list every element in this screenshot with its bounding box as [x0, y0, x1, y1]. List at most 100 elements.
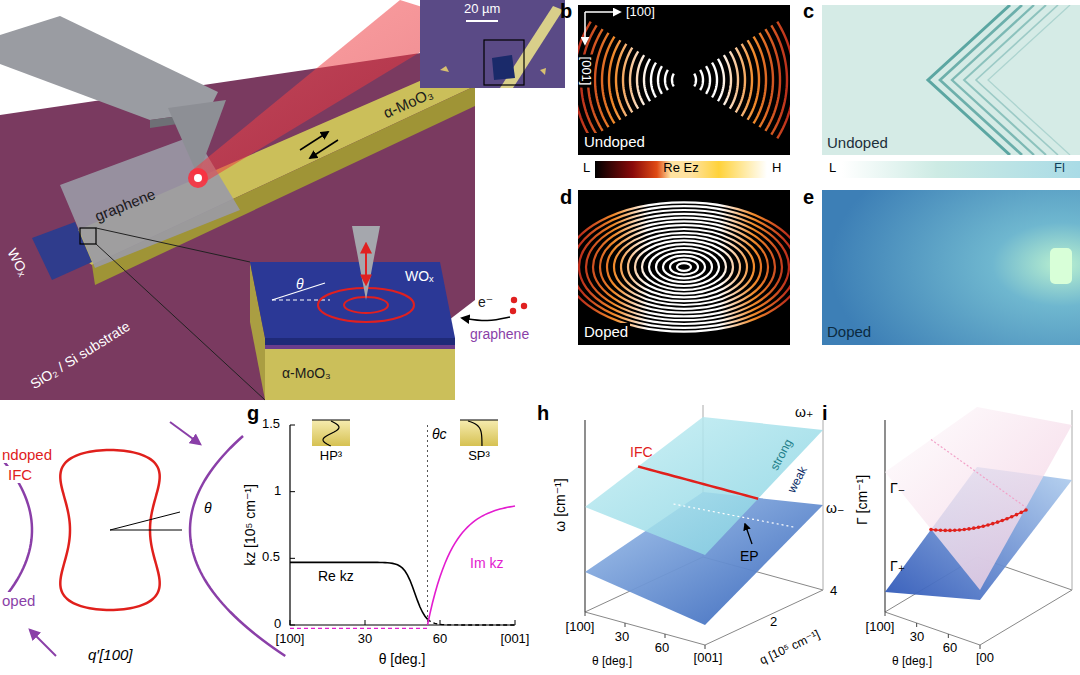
fringe-arc — [672, 74, 674, 87]
panel-text: 20 µm — [464, 2, 500, 17]
ep-arrow — [745, 524, 752, 544]
figure-label: SP³ — [468, 449, 490, 464]
panel-letter: i — [822, 402, 828, 425]
field-map — [822, 5, 1080, 155]
prism-moo3-layer — [265, 349, 455, 400]
fringe-ellipse — [614, 229, 754, 305]
ifc-line — [638, 467, 758, 499]
tick-mark — [625, 623, 626, 627]
fringe-arc — [694, 74, 696, 87]
fringe-arc — [718, 59, 724, 101]
fringe-group — [578, 22, 790, 139]
fringe-ellipse — [621, 233, 747, 301]
gamma-point — [991, 522, 995, 526]
fringe-ellipse — [578, 202, 790, 331]
figure-label: Γ₋ — [890, 480, 905, 496]
field-map — [578, 190, 790, 345]
fringe-ellipse — [578, 206, 790, 328]
field-map-panel: [100][001]Undoped — [578, 5, 790, 155]
tick-mark — [705, 645, 706, 649]
figure-label: θc — [432, 426, 447, 442]
colorbar: Fl — [842, 161, 1080, 178]
electron-dot — [521, 303, 527, 309]
tick-mark — [665, 634, 666, 638]
angle-line — [110, 530, 182, 531]
fringe-ellipse — [677, 263, 691, 271]
figure-label: 1.5 — [262, 417, 280, 432]
axis-line — [584, 420, 585, 612]
figure-label: WOₓ — [405, 268, 434, 284]
fringe-arc — [700, 70, 703, 90]
panel-text: Doped — [827, 323, 871, 340]
fringe-ellipse — [635, 240, 733, 293]
fringe-ellipse — [663, 256, 705, 279]
fringe-ellipse — [593, 218, 775, 317]
figure-label: Im kz — [470, 555, 503, 571]
fringe-arc — [736, 48, 745, 113]
figure-label: [100] — [566, 620, 595, 635]
figure-label: 30 — [615, 630, 629, 645]
tick-mark — [365, 620, 366, 625]
panel-text: [001] — [579, 55, 594, 88]
fringe-arc — [665, 70, 668, 90]
gamma-point — [1005, 517, 1009, 521]
tick-mark — [290, 491, 295, 492]
gamma-point — [929, 528, 933, 532]
fringe-arc — [759, 33, 773, 127]
fringe-arc — [712, 63, 717, 98]
figure-label: graphene — [470, 326, 529, 342]
gamma-line — [931, 510, 1026, 530]
fringe-ellipse — [579, 210, 789, 324]
im-kz-curve — [428, 506, 516, 625]
tip-arrow — [365, 244, 367, 284]
fringe-arc — [602, 37, 614, 124]
figure-label: weak — [785, 464, 810, 495]
micrograph-flake — [492, 55, 515, 80]
fringe-ellipse — [607, 225, 761, 309]
fringe-arc — [616, 44, 626, 116]
gamma-point — [1019, 511, 1023, 515]
doping-arrow — [462, 317, 510, 321]
gamma-line — [931, 440, 1026, 508]
mode-profile — [468, 421, 482, 446]
figure-label: ω [cm⁻¹] — [552, 478, 568, 531]
figure-label: Re kz — [318, 568, 354, 584]
gamma-minus-surface — [885, 407, 1072, 590]
figure-label: 30 — [910, 630, 924, 645]
fringe-arc — [724, 55, 731, 105]
panel-letter: b — [560, 0, 572, 23]
prism-wox-layer — [265, 338, 455, 345]
wox-flake — [32, 222, 92, 280]
panel-letter: g — [247, 402, 259, 425]
tick-mark — [885, 612, 886, 616]
figure-label: 60 — [433, 632, 447, 647]
critical-angle-line — [427, 425, 428, 625]
figure-label: q′[100] — [88, 646, 133, 663]
figure-label: WOₓ — [4, 246, 32, 279]
figure-label: Γ [cm⁻¹] — [854, 475, 870, 525]
figure-label: 2 — [770, 615, 777, 630]
figure-label: e⁻ — [478, 294, 493, 310]
figure-label: 30 — [358, 632, 372, 647]
fringe-arc — [765, 29, 780, 131]
field-map — [578, 5, 790, 155]
gamma-point — [939, 528, 943, 532]
panel-text: Doped — [582, 323, 630, 340]
figure-label: ω₊ — [795, 404, 813, 420]
im-kz-curve — [290, 628, 428, 629]
fringe-arc — [742, 44, 752, 116]
figure-label: H — [772, 161, 781, 176]
gamma-point — [953, 528, 957, 532]
mode-inset-edge — [460, 419, 498, 420]
colorbar: Re Ez — [595, 161, 767, 178]
tick-mark — [290, 625, 295, 626]
mode-inset — [460, 420, 498, 446]
panel-text: Undoped — [827, 134, 888, 151]
scan-arrow — [310, 140, 338, 158]
electron-dot — [511, 297, 517, 303]
figure-label: IFC — [630, 444, 653, 460]
figure-label: θ [deg.] — [379, 651, 426, 667]
transition-arrow — [30, 630, 56, 656]
tip-glow — [188, 168, 208, 188]
fringe-arc — [754, 37, 766, 124]
